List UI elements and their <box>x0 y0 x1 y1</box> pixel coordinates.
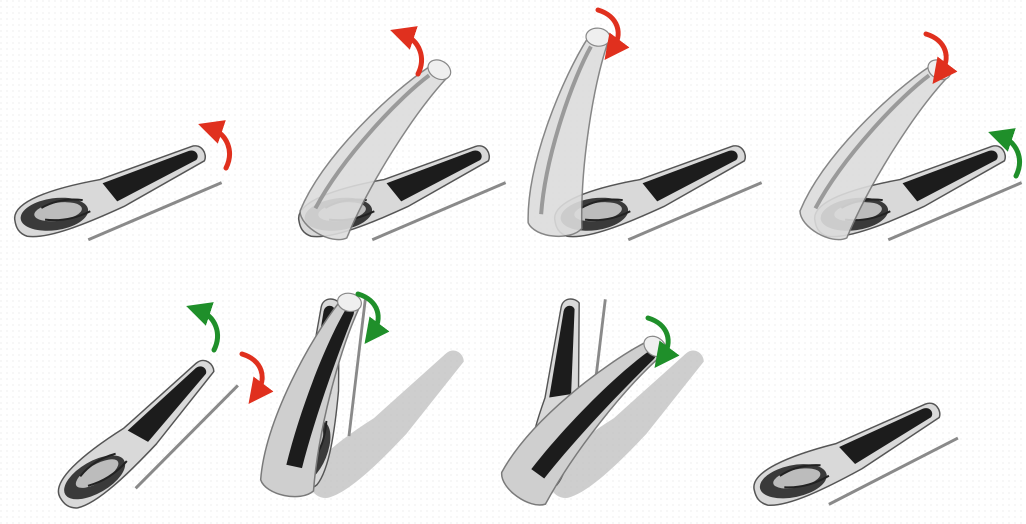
diagram-canvas <box>0 0 1026 524</box>
jaw-motion-sequence-diagram <box>0 0 1026 524</box>
